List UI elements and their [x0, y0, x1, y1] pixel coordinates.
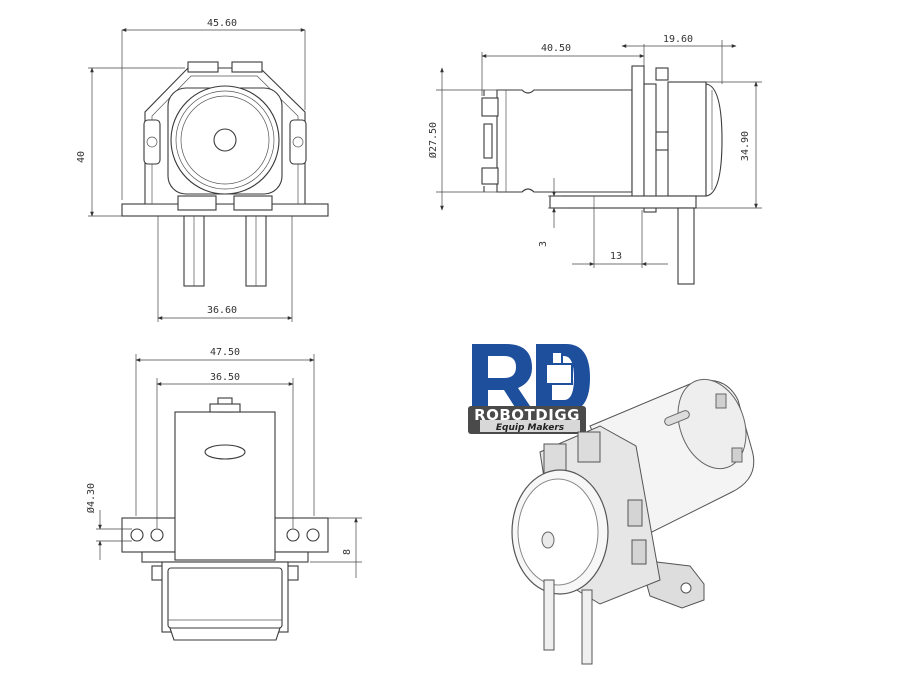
top-flange-label: 8 [342, 549, 353, 555]
side-total-height-label: 34.90 [740, 131, 751, 161]
front-width-label: 45.60 [207, 18, 237, 29]
front-view: 45.60 40 36.60 [76, 18, 329, 322]
top-view: 47.50 36.50 Ø4.30 8 [85, 347, 362, 641]
side-foot-label: 3 [538, 241, 549, 247]
brand-text: ROBOTDIGG [474, 406, 580, 424]
brand-tagline: Equip Makers [496, 423, 565, 433]
top-hole-span-label: 36.50 [210, 372, 240, 383]
side-foot-len-label: 13 [610, 251, 622, 262]
top-width-label: 47.50 [210, 347, 240, 358]
front-height-label: 40 [76, 151, 87, 163]
front-tube-span-label: 36.60 [207, 305, 237, 316]
side-motor-dia-label: Ø27.50 [427, 122, 439, 158]
pump-3d-view [511, 378, 755, 665]
top-hole-dia-label: Ø4.30 [85, 483, 97, 513]
side-head-label: 19.60 [663, 34, 693, 45]
robotdigg-logo: ROBOTDIGG Equip Makers [468, 344, 590, 434]
side-view: 40.50 19.60 Ø27.50 34.90 3 13 [427, 34, 762, 285]
side-length-label: 40.50 [541, 43, 571, 54]
